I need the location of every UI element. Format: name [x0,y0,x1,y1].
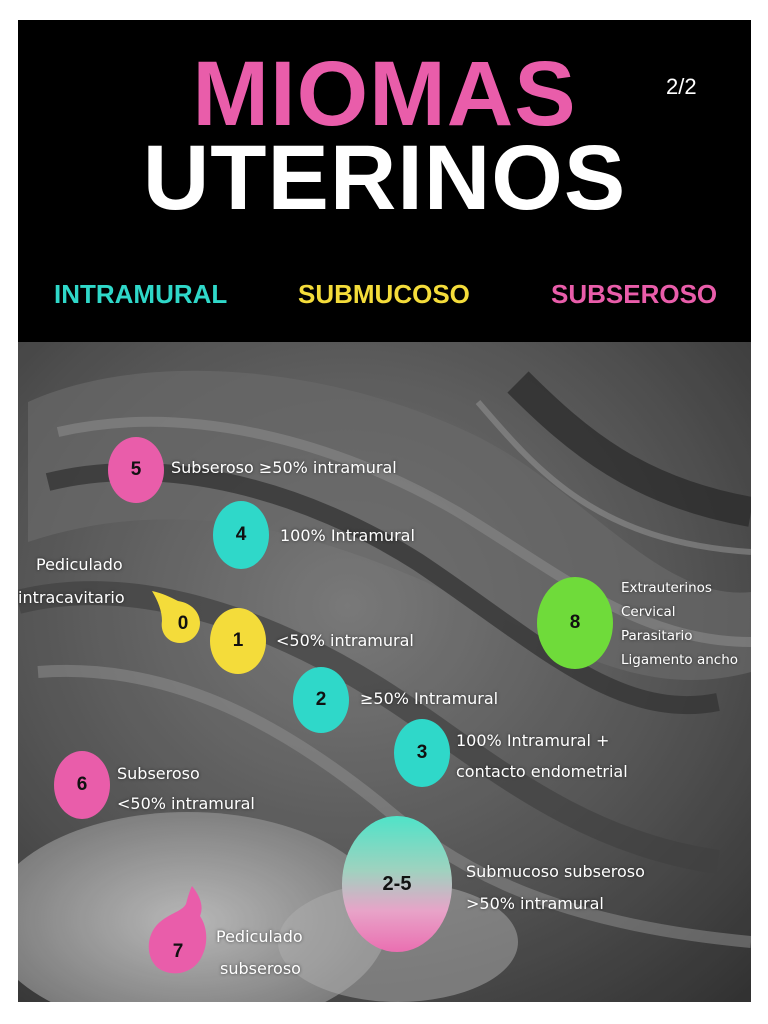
badge-7-drop [148,886,207,974]
badge-1: 1 [210,608,266,674]
label-2: ≥50% Intramural [360,689,499,708]
badge-2: 2 [293,667,349,733]
label-3-line2: contacto endometrial [456,762,628,781]
badge-7: 7 [172,941,184,962]
badge-4: 4 [213,501,269,569]
label-1: <50% intramural [276,631,414,650]
legend-intramural: INTRAMURAL [54,279,228,309]
infographic-frame: MIOMAS UTERINOS 2/2 INTRAMURAL SUBMUCOSO… [18,20,751,1002]
label-3-line1: 100% Intramural + [456,731,610,750]
label-5: Subseroso ≥50% intramural [171,458,397,477]
label-0-line1: Pediculado [36,555,123,574]
label-7-line1: Pediculado [216,927,303,946]
title-uterinos: UTERINOS [142,127,627,229]
legend-subseroso: SUBSEROSO [551,279,718,309]
header: MIOMAS UTERINOS 2/2 INTRAMURAL SUBMUCOSO… [18,20,751,342]
title-miomas: MIOMAS [192,43,577,145]
label-6-line2: <50% intramural [117,794,255,813]
label-4: 100% Intramural [280,526,415,545]
badge-2-5: 2-5 [342,816,452,952]
badge-6: 6 [54,751,110,819]
label-2-5-line2: >50% intramural [466,894,604,913]
mri-image [18,342,751,1002]
page-indicator: 2/2 [666,74,697,99]
label-8-line2: Cervical [621,604,676,620]
label-7-line2: subseroso [220,959,301,978]
legend-submucoso: SUBMUCOSO [298,279,470,309]
label-8-line1: Extrauterinos [621,580,712,596]
badge-3: 3 [394,719,450,787]
badge-0-drop [152,591,200,643]
badge-8: 8 [537,577,613,669]
label-2-5-line1: Submucoso subseroso [466,862,645,881]
badge-0: 0 [177,613,189,634]
label-8-line3: Parasitario [621,628,693,644]
label-0-line2: intracavitario [18,588,125,607]
label-6-line1: Subseroso [117,764,200,783]
label-8-line4: Ligamento ancho [621,652,739,668]
badge-5: 5 [108,437,164,503]
